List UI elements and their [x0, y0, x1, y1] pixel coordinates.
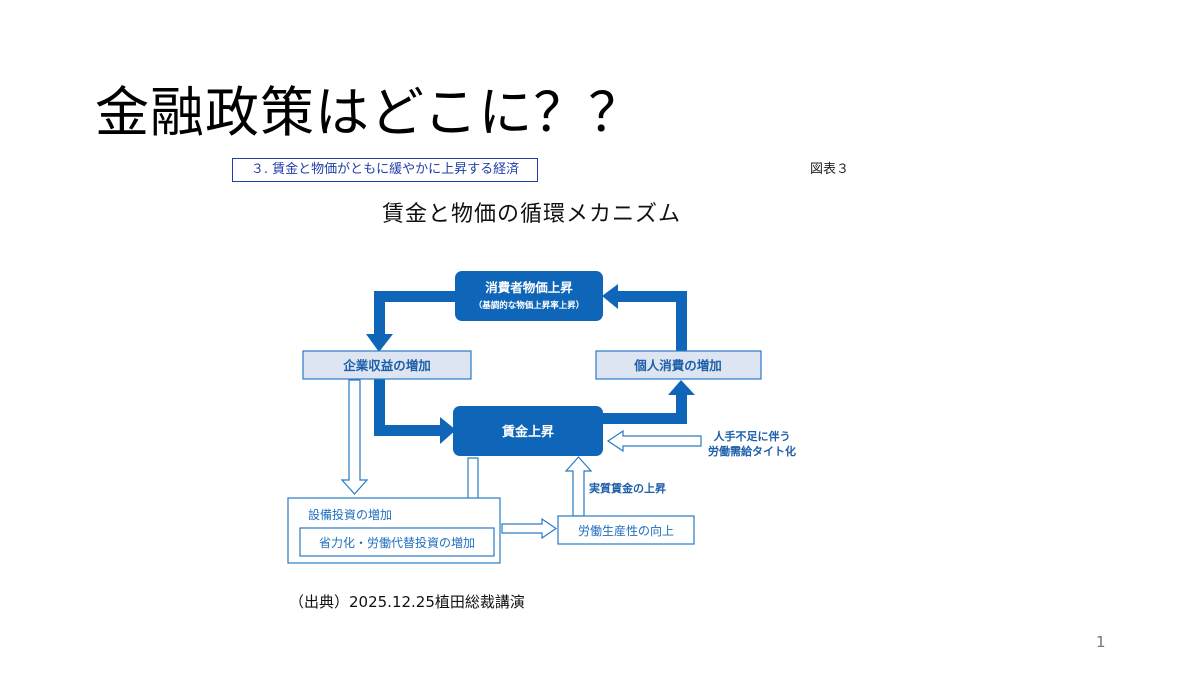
arrow-shortage-to-wage: [606, 429, 702, 453]
arrow-wage-to-consumption: [603, 380, 695, 424]
node-productivity-improvement: 労働生産性の向上: [557, 515, 695, 545]
corporate-profit-increase-label: 企業収益の増加: [342, 358, 431, 373]
arrow-productivity-to-wage: [564, 456, 593, 517]
personal-consumption-increase-label: 個人消費の増加: [633, 358, 722, 373]
outline-arrows: [340, 379, 702, 540]
real-wage-rise-label: 実質賃金の上昇: [589, 481, 666, 495]
arrow-profit-to-wage: [374, 379, 456, 444]
diagram-title: 賃金と物価の循環メカニズム: [382, 202, 682, 227]
arrow-laborsaving-to-productivity: [501, 517, 558, 540]
labor-shortage-line2: 労働需給タイト化: [708, 444, 796, 458]
arrow-price-to-profit: [366, 291, 455, 352]
wage-price-cycle-diagram: 消費者物価上昇 （基調的な物価上昇率上昇） 企業収益の増加 個人消費の増加 賃金…: [287, 271, 796, 564]
arrow-profit-to-capex: [340, 379, 369, 495]
node-wage-rise: 賃金上昇: [453, 406, 603, 456]
node-consumer-price-rise: 消費者物価上昇 （基調的な物価上昇率上昇）: [455, 271, 603, 321]
node-labor-shortage: 人手不足に伴う 労働需給タイト化: [708, 429, 796, 458]
wage-rise-label: 賃金上昇: [501, 424, 554, 440]
capex-increase-label: 設備投資の増加: [308, 507, 392, 522]
labor-saving-investment-box: [299, 527, 495, 557]
labor-saving-investment-label: 省力化・労働代替投資の増加: [319, 535, 475, 550]
consumer-price-rise-sublabel: （基調的な物価上昇率上昇）: [474, 300, 585, 311]
slide-title: 金融政策はどこに？？: [95, 81, 644, 144]
cycle-arrows: [366, 284, 695, 444]
source-note: （出典）2025.12.25植田総裁講演: [289, 593, 525, 611]
arrow-consumption-to-price: [602, 284, 687, 351]
page-number: 1: [1096, 633, 1106, 651]
productivity-improvement-label: 労働生産性の向上: [578, 523, 674, 538]
node-personal-consumption-increase: 個人消費の増加: [595, 350, 762, 380]
consumer-price-rise-label: 消費者物価上昇: [485, 280, 573, 295]
node-capex-increase: 設備投資の増加 省力化・労働代替投資の増加: [287, 497, 501, 564]
node-corporate-profit-increase: 企業収益の増加: [302, 350, 472, 380]
section-tag: ３. 賃金と物価がともに緩やかに上昇する経済: [232, 158, 538, 182]
figure-label: 図表３: [810, 162, 850, 177]
labor-shortage-line1: 人手不足に伴う: [714, 429, 791, 443]
